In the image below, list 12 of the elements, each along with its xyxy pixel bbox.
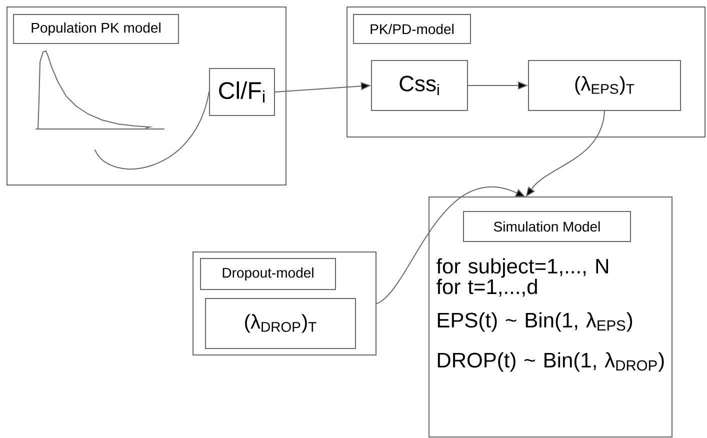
heading-box: Dropout-model [200,258,336,290]
value-box: Cl/F$_{i}$ [209,68,275,116]
heading-box: Population PK model [13,14,179,44]
heading-box: PK/PD-model [353,14,471,44]
formula-text: DROP(t) ~ Bin(1, λ$_{DROP}$) [438,352,664,372]
value-box: (λ$_{EPS}$)$_{T}$ [528,60,681,111]
value-box: Css$_{i}$ [371,60,468,111]
heading-box: Simulation Model [463,210,631,242]
formula-text: for subject=1,..., N for t=1,...,d [436,258,608,297]
value-box: (λ$_{DROP}$)$_{T}$ [205,298,356,349]
pk-curve-drawing [36,50,164,130]
formula-text: EPS(t) ~ Bin(1, λ$_{EPS}$) [438,312,632,332]
